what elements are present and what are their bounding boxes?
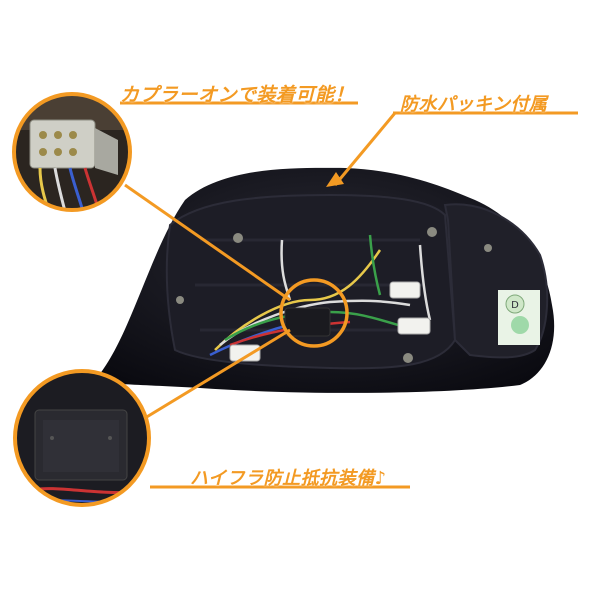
resistor-box (284, 307, 331, 337)
connector-white (229, 281, 431, 362)
callout-lines (120, 101, 578, 489)
coupler-inset (12, 92, 132, 212)
highlight-ring (279, 278, 349, 348)
part-label-d: D (511, 300, 519, 311)
gasket-tab: D (498, 290, 540, 345)
callout-coupler-on: カプラーオンで装着可能！ (120, 84, 355, 106)
arrow-head (326, 172, 344, 187)
tail-lamp-housing (95, 167, 555, 393)
callout-waterproof-packing: 防水パッキン付属 (400, 94, 548, 115)
callout-hyperflash-resistor: ハイフラ防止抵抗装備♪ (190, 468, 387, 489)
resistor-inset (13, 369, 151, 507)
